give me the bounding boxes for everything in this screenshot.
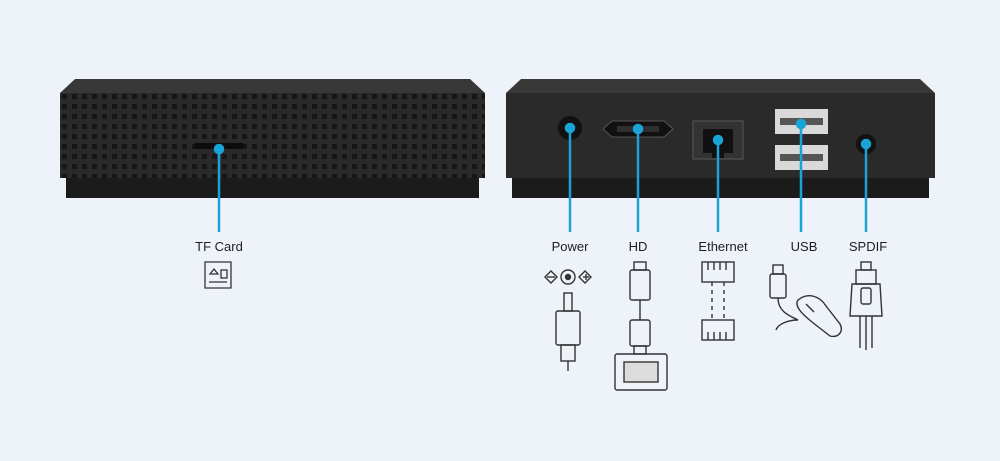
ethernet-cable-icon [701,261,735,341]
hdmi-cable-display-icon [614,261,668,391]
hd-label: HD [628,239,648,254]
front-view-device [60,79,485,198]
sd-card-icon [204,261,232,289]
ethernet-label: Ethernet [698,239,748,254]
tf-card-label: TF Card [195,239,243,254]
callout-lines [213,118,872,232]
usb-label: USB [790,239,818,254]
spdif-label: SPDIF [848,239,888,254]
dc-power-plug-icon [544,269,592,371]
optical-audio-cable-icon [849,261,883,350]
usb-mouse-icon [769,264,842,338]
power-label: Power [551,239,589,254]
